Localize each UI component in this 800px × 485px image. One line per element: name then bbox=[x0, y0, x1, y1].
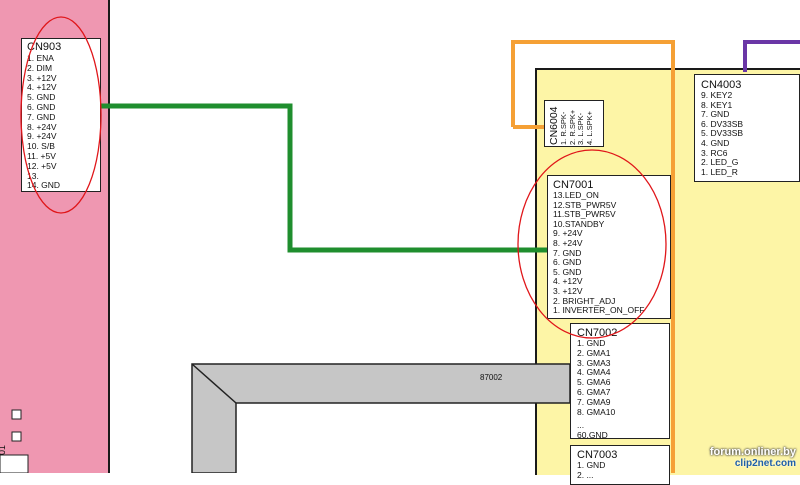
connector-pin: 2. GMA1 bbox=[577, 347, 611, 358]
connector-pin: 6. GMA7 bbox=[577, 386, 611, 397]
flat-cable-fold bbox=[191, 363, 237, 404]
wiring-layer bbox=[0, 40, 800, 473]
connector-pin: 4. GND bbox=[701, 137, 730, 148]
connector-pin: 14. GND bbox=[27, 180, 61, 191]
connector-pin: 8. KEY1 bbox=[701, 99, 733, 110]
cable-label: 87002 bbox=[480, 373, 503, 382]
connector-cn7002: CN7002 1. GND 2. GMA1 3. GMA3 4. GMA4 5.… bbox=[570, 323, 670, 441]
connector-pin: 6. DV33SB bbox=[701, 118, 744, 129]
connector-title: CN4003 bbox=[701, 79, 742, 91]
connector-cn7001: CN7001 13.LED_ON 12.STB_PWR5V 11.STB_PWR… bbox=[547, 175, 671, 319]
connector-pin: 2. ... bbox=[577, 469, 594, 480]
left-board-pad bbox=[11, 409, 22, 420]
left-board-notch bbox=[0, 454, 29, 473]
connector-pin: 1. GND bbox=[577, 338, 606, 348]
connector-pin: 4. L.SPK+ bbox=[584, 111, 594, 145]
connector-cn4003: CN4003 9. KEY2 8. KEY1 7. GND 6. DV33SB … bbox=[694, 74, 800, 182]
green-wire bbox=[101, 103, 548, 253]
connector-pin: 5. GMA6 bbox=[577, 377, 611, 388]
edge-label: 01 bbox=[0, 444, 7, 455]
watermark: forum.onliner.by clip2net.com bbox=[710, 446, 796, 469]
purple-wire bbox=[743, 40, 800, 72]
watermark-brand: clip2net.com bbox=[734, 458, 796, 469]
connector-pin: 2. LED_G bbox=[701, 157, 739, 168]
connector-title: CN7003 bbox=[577, 449, 618, 461]
connector-pin: 3. RC6 bbox=[701, 147, 728, 158]
flat-cable bbox=[191, 363, 571, 473]
connector-pin: 1. INVERTER_ON_OFF bbox=[553, 305, 645, 316]
watermark-site: forum.onliner.by bbox=[709, 446, 796, 458]
connector-pin: 60.GND bbox=[577, 430, 608, 441]
connector-cn7003: CN7003 1. GND 2. ... bbox=[570, 445, 670, 485]
connector-pin-ellipsis: ... bbox=[577, 420, 585, 431]
connector-pin: 9. KEY2 bbox=[701, 90, 733, 100]
connector-pin: 7. GND bbox=[701, 109, 730, 120]
connector-pin: 3. GMA3 bbox=[577, 357, 611, 368]
connector-pin: 4. GMA4 bbox=[577, 367, 611, 378]
connector-title: CN903 bbox=[27, 41, 62, 53]
connector-pin: 8. GMA10 bbox=[577, 406, 616, 417]
connector-pin: 1. LED_R bbox=[701, 166, 738, 177]
connector-pin: 7. GMA9 bbox=[577, 396, 611, 407]
connector-pin: 1. GND bbox=[577, 460, 606, 470]
left-board-pad bbox=[11, 431, 22, 442]
connector-cn903: CN903 1. ENA 2. DIM 3. +12V 4. +12V 5. G… bbox=[21, 38, 101, 192]
connector-pin: 5. DV33SB bbox=[701, 128, 744, 139]
connector-cn6004: CN6004 1. R.SPK- 2. R.SPK+ 3. L.SPK- 4. … bbox=[544, 100, 604, 147]
